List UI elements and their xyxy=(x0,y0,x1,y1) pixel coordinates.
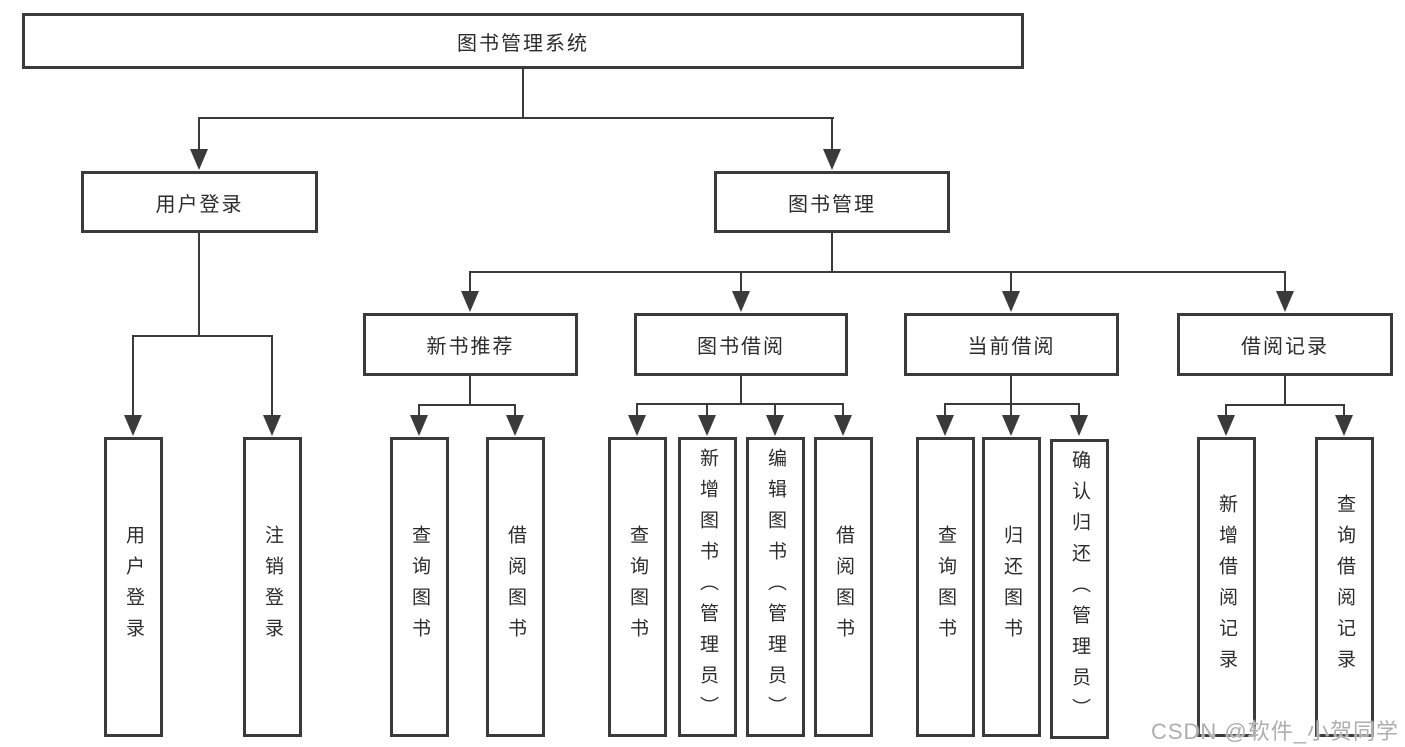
connector-borrow-records-rail xyxy=(1225,404,1345,406)
down-arrow xyxy=(263,415,281,436)
connector-root-stem xyxy=(522,69,524,119)
leaf-logout: 注销登录 xyxy=(243,437,302,737)
leaf-user-login: 用户登录 xyxy=(104,437,163,737)
leaf-current-query-books: 查询图书 xyxy=(916,437,975,737)
connector-borrow-records-drop-1 xyxy=(1225,404,1227,418)
node-book-borrow: 图书借阅 xyxy=(634,313,848,376)
connector-new-book-rail xyxy=(418,404,516,406)
down-arrow xyxy=(823,149,841,170)
leaf-records-query-record: 查询借阅记录 xyxy=(1315,437,1374,737)
connector-user-login-rail xyxy=(132,335,273,337)
connector-current-borrow-drop-3 xyxy=(1078,403,1080,418)
leaf-records-add-record: 新增借阅记录 xyxy=(1197,437,1256,737)
connector-new-book-drop-2 xyxy=(514,404,516,418)
connector-current-borrow-rail xyxy=(944,403,1080,405)
leaf-current-return-books: 归还图书 xyxy=(982,437,1041,737)
down-arrow xyxy=(628,415,646,436)
connector-book-mgmt-drop-1 xyxy=(469,271,471,295)
node-library-system: 图书管理系统 xyxy=(22,13,1024,69)
leaf-borrow-add-books-admin: 新增图书（管理员） xyxy=(678,437,737,737)
down-arrow xyxy=(766,415,784,436)
down-arrow xyxy=(506,415,524,436)
down-arrow xyxy=(834,415,852,436)
connector-user-login-drop-1 xyxy=(132,335,134,417)
watermark: CSDN @软件_小贺同学 xyxy=(1150,719,1399,744)
connector-book-borrow-stem xyxy=(740,376,742,405)
connector-book-borrow-drop-4 xyxy=(842,403,844,418)
connector-borrow-records-drop-2 xyxy=(1343,404,1345,418)
down-arrow xyxy=(1002,415,1020,436)
down-arrow xyxy=(698,415,716,436)
connector-user-login-stem xyxy=(198,233,200,337)
down-arrow xyxy=(936,415,954,436)
down-arrow xyxy=(1335,415,1353,436)
node-new-book-recommend: 新书推荐 xyxy=(363,313,578,376)
connector-current-borrow-drop-2 xyxy=(1010,403,1012,418)
connector-root-left-drop xyxy=(198,117,200,151)
down-arrow xyxy=(190,149,208,170)
leaf-borrow-query-books: 查询图书 xyxy=(608,437,667,737)
node-book-management: 图书管理 xyxy=(714,171,950,233)
down-arrow xyxy=(1276,291,1294,312)
connector-book-borrow-drop-3 xyxy=(774,403,776,418)
connector-book-borrow-drop-2 xyxy=(706,403,708,418)
leaf-current-confirm-return-admin: 确认归还（管理员） xyxy=(1050,439,1109,739)
connector-book-mgmt-stem xyxy=(831,233,833,273)
down-arrow xyxy=(1070,415,1088,436)
leaf-borrow-borrow-books: 借阅图书 xyxy=(814,437,873,737)
down-arrow xyxy=(410,415,428,436)
connector-book-mgmt-drop-3 xyxy=(1010,271,1012,295)
connector-book-borrow-rail xyxy=(636,403,844,405)
connector-user-login-drop-2 xyxy=(271,335,273,417)
down-arrow xyxy=(461,291,479,312)
connector-current-borrow-drop-1 xyxy=(944,403,946,418)
connector-borrow-records-stem xyxy=(1284,376,1286,406)
connector-current-borrow-stem xyxy=(1010,376,1012,405)
connector-new-book-stem xyxy=(469,376,471,406)
leaf-borrow-edit-books-admin: 编辑图书（管理员） xyxy=(746,437,805,737)
down-arrow xyxy=(1002,291,1020,312)
leaf-recommend-borrow-books: 借阅图书 xyxy=(486,437,545,737)
leaf-recommend-query-books: 查询图书 xyxy=(390,437,449,737)
down-arrow xyxy=(1217,415,1235,436)
connector-book-mgmt-drop-4 xyxy=(1284,271,1286,295)
connector-root-rail xyxy=(198,117,834,119)
connector-new-book-drop-1 xyxy=(418,404,420,418)
connector-book-mgmt-rail xyxy=(469,271,1286,273)
connector-book-mgmt-drop-2 xyxy=(740,271,742,295)
down-arrow xyxy=(124,415,142,436)
connector-root-right-drop xyxy=(831,117,833,151)
node-borrow-records: 借阅记录 xyxy=(1177,313,1393,376)
connector-book-borrow-drop-1 xyxy=(636,403,638,418)
node-current-borrow: 当前借阅 xyxy=(904,313,1119,376)
down-arrow xyxy=(732,291,750,312)
node-user-login: 用户登录 xyxy=(81,171,318,233)
